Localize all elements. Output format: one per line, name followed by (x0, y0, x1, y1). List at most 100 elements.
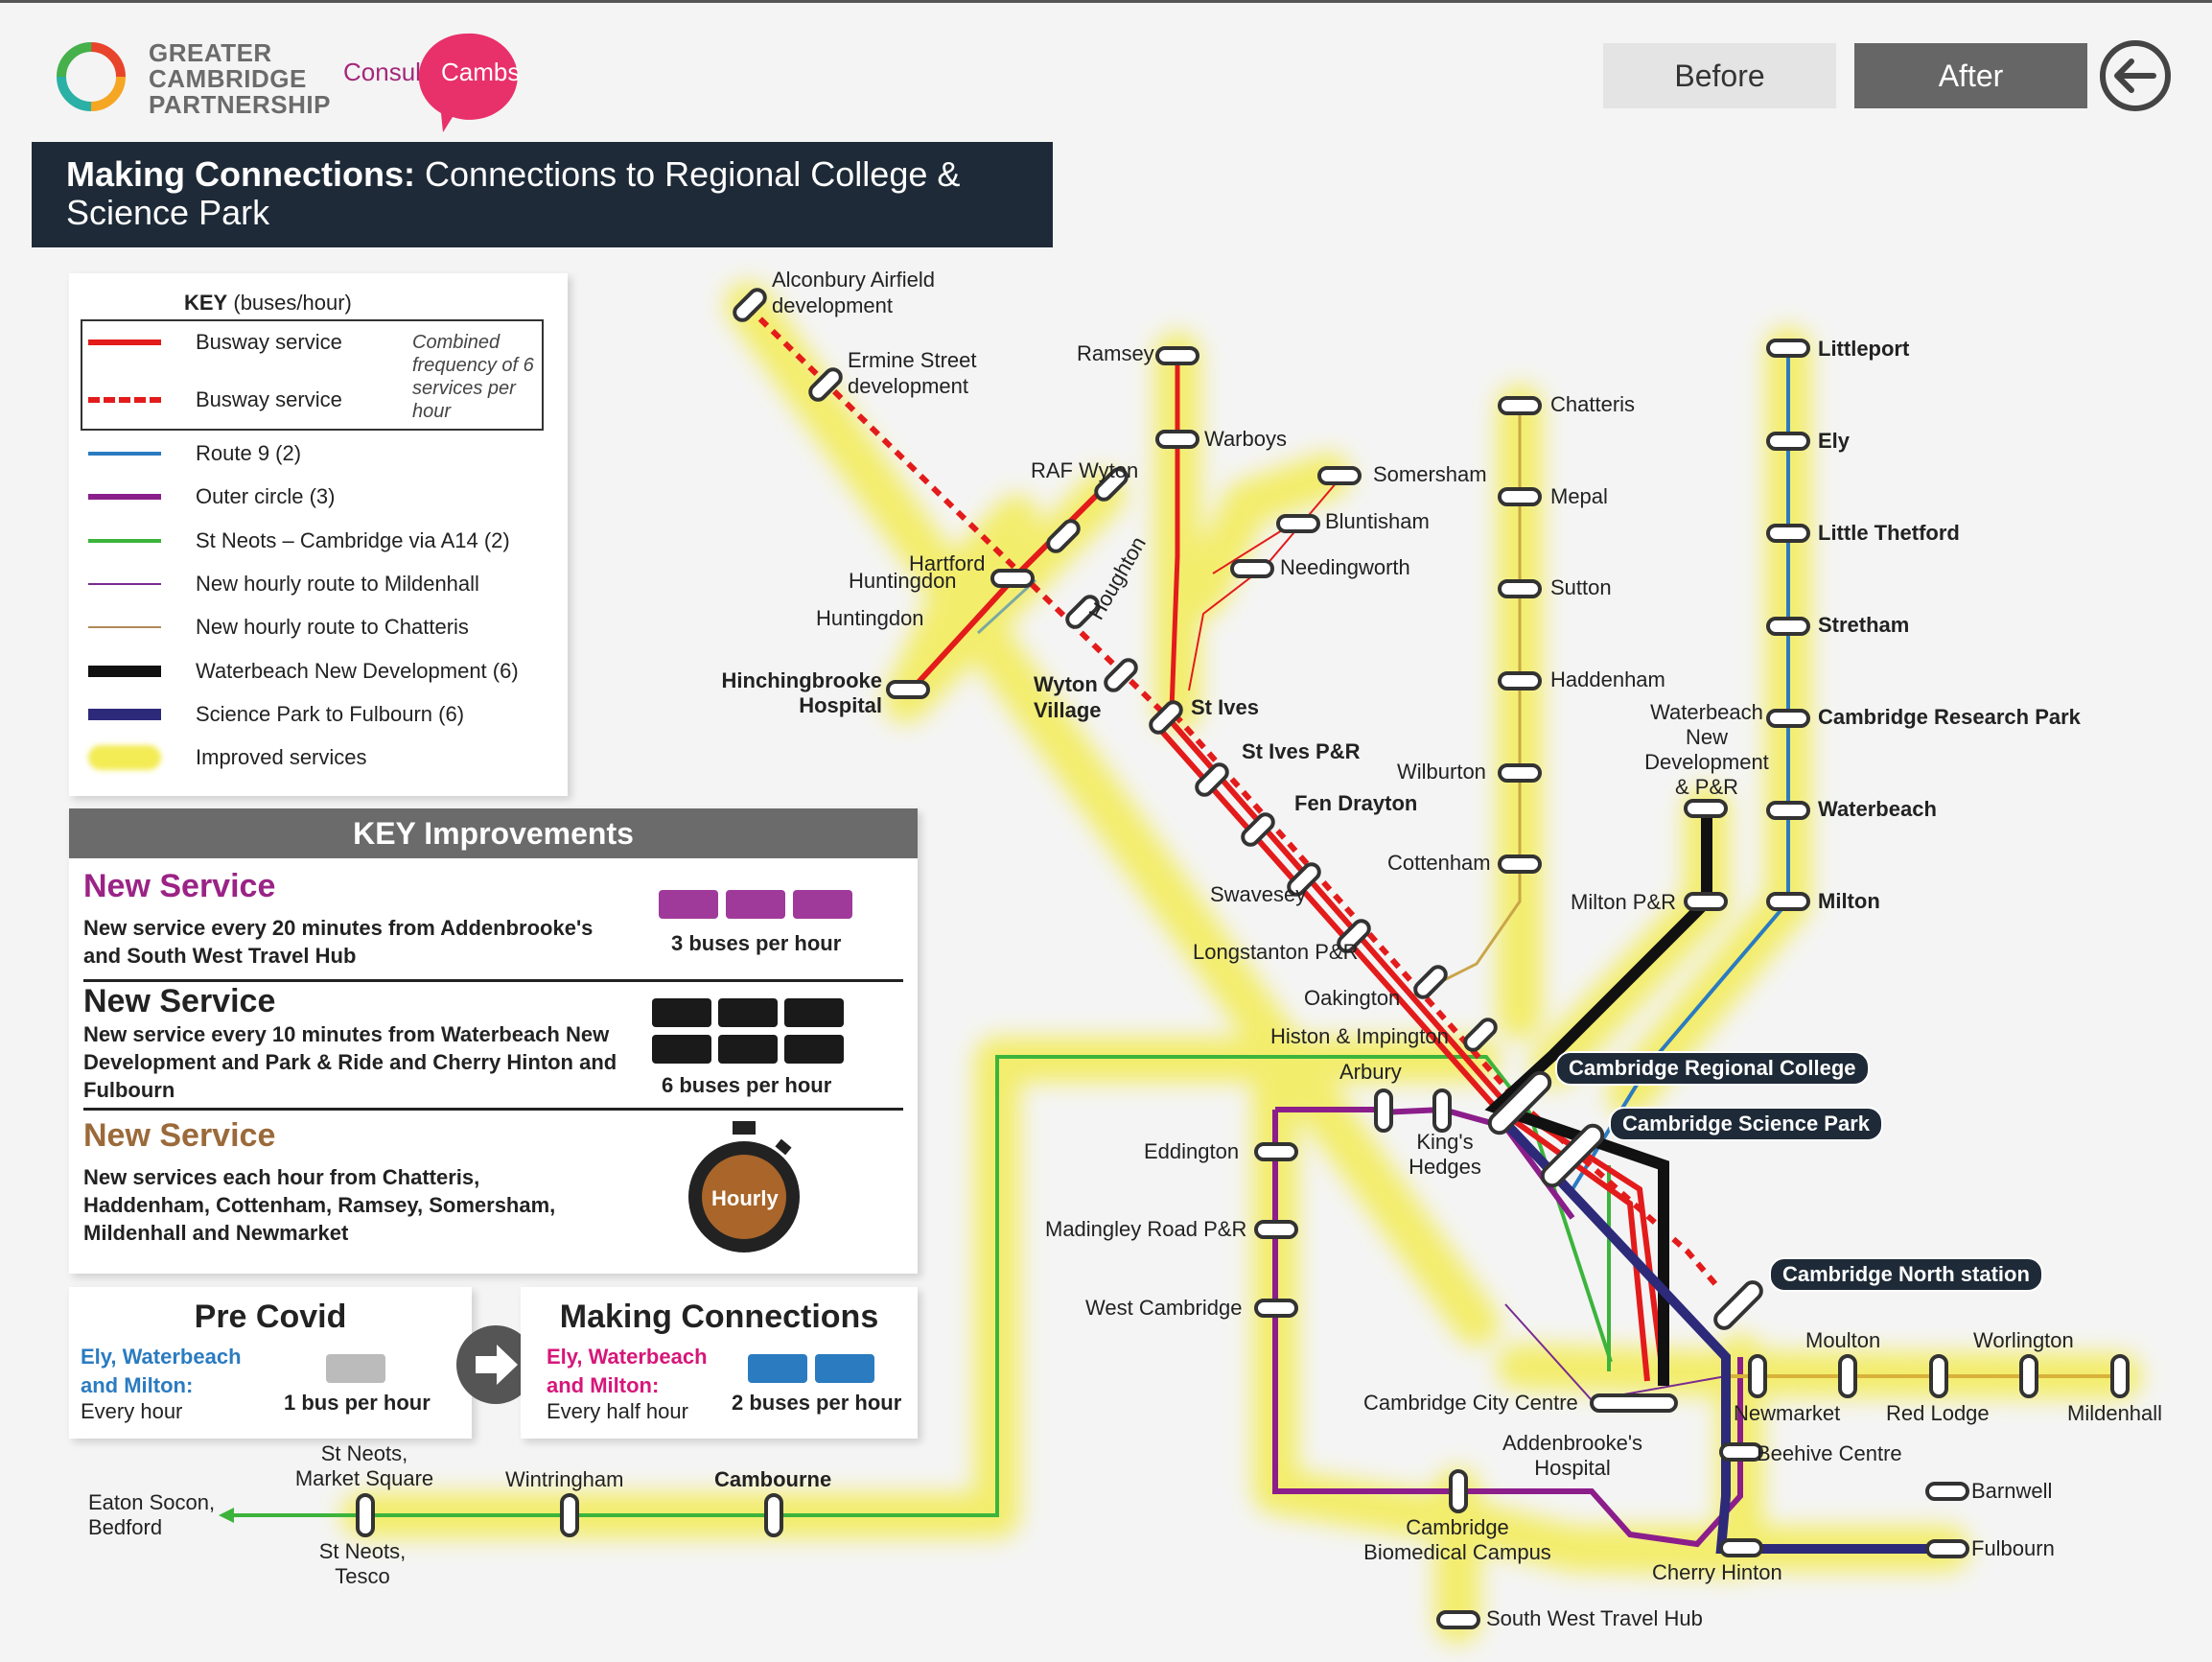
bus-icon (748, 1354, 807, 1383)
back-arrow-icon[interactable] (2098, 38, 2173, 113)
stop-eatonsocon: Eaton Socon, Bedford (88, 1490, 216, 1539)
stop-worlington: Worlington (1973, 1328, 2074, 1352)
stopwatch-icon (688, 1121, 800, 1252)
stop-madingley: Madingley Road P&R (1045, 1217, 1247, 1241)
pre-covid-freq: Every hour (81, 1399, 183, 1423)
stop-wyton: Wyton Village (1034, 672, 1102, 722)
busway-dashed (745, 304, 1168, 717)
improvement-1-buses (659, 890, 852, 919)
making-connections-caption: 2 buses per hour (732, 1391, 902, 1415)
waterbeach-new-route (1484, 815, 1712, 1386)
arrow-right-icon (456, 1325, 535, 1404)
improvement-separator (83, 979, 903, 982)
key-row-chatteris: New hourly route to Chatteris (88, 613, 469, 642)
stop-newmarket: Newmarket (1734, 1401, 1841, 1425)
stop-haddenham: Haddenham (1550, 667, 1665, 691)
stop-needingworth: Needingworth (1280, 555, 1410, 579)
bus-icon (718, 1035, 778, 1064)
bus-icon (652, 1035, 711, 1064)
arrow-left-icon (219, 1508, 234, 1523)
stop-swavesey: Swavesey (1210, 882, 1307, 906)
stop-mepal: Mepal (1550, 484, 1608, 508)
title-bold: Making Connections: (66, 154, 416, 194)
cambs-label: Cambs (441, 58, 521, 86)
stop-fendrayton: Fen Drayton (1294, 791, 1418, 815)
stop-ramsey: Ramsey (1077, 341, 1154, 365)
stop-redlodge: Red Lodge (1886, 1401, 1990, 1425)
making-connections-box: Making Connections Ely, Waterbeach and M… (521, 1287, 918, 1439)
stop-addenbrookes: Addenbrooke's Hospital (1502, 1431, 1643, 1480)
key-improvements: KEY Improvements New Service New service… (69, 808, 918, 1274)
bus-icon (784, 1035, 844, 1064)
stop-mildenhall: Mildenhall (2067, 1401, 2163, 1425)
stop-huntingdon: Huntingdon (849, 569, 957, 593)
hourly-label: Hourly (711, 1186, 779, 1210)
improvement-1-title: New Service (83, 868, 276, 904)
stop-waterbeach: Waterbeach (1818, 797, 1937, 821)
bus-icon (793, 890, 852, 919)
stop-littlethetford: Little Thetford (1818, 521, 1960, 545)
improvement-3-title: New Service (83, 1117, 276, 1154)
busway-frame (81, 319, 544, 431)
key-row-outer-circle: Outer circle (3) (88, 482, 335, 511)
stop-cherryhinton: Cherry Hinton (1652, 1560, 1782, 1584)
stop-stneotstesco: St Neots, Tesco (318, 1539, 407, 1588)
making-connections-freq: Every half hour (547, 1399, 688, 1423)
key-row-route9: Route 9 (2) (88, 439, 301, 468)
science-park-pill: Cambridge Science Park (1609, 1107, 1884, 1141)
stop-ely: Ely (1818, 429, 1851, 453)
stop-barnwell: Barnwell (1971, 1479, 2053, 1503)
improvement-3-desc: New services each hour from Chatteris, H… (83, 1165, 556, 1245)
improvement-1-desc: New service every 20 minutes from Addenb… (83, 916, 594, 968)
stop-somersham: Somersham (1373, 462, 1487, 486)
improvement-separator (83, 1108, 903, 1111)
stop-chatteris: Chatteris (1550, 392, 1636, 416)
outer-circle-route (1272, 1110, 1743, 1548)
stop-oakington: Oakington (1304, 986, 1401, 1010)
gcp-logo-icon (57, 42, 126, 111)
page-title: Making Connections: Connections to Regio… (32, 142, 1053, 247)
stop-ermine: Ermine Street development (848, 348, 977, 398)
key-row-mildenhall: New hourly route to Mildenhall (88, 570, 479, 598)
stop-fulbourn: Fulbourn (1971, 1536, 2055, 1560)
stop-citycentre: Cambridge City Centre (1363, 1391, 1578, 1415)
stop-hinchingbrooke: Hinchingbrooke Hospital (721, 668, 882, 717)
improvement-1-caption: 3 buses per hour (671, 931, 842, 955)
key-row-st-neots: St Neots – Cambridge via A14 (2) (88, 527, 510, 555)
stop-rafwyton: RAF Wyton (1031, 458, 1139, 482)
pre-covid-title: Pre Covid (194, 1299, 347, 1335)
stop-stretham: Stretham (1818, 613, 1910, 637)
stop-cambourne: Cambourne (714, 1467, 832, 1491)
north-station-pill: Cambridge North station (1769, 1257, 2043, 1292)
bus-icon (652, 998, 711, 1027)
stop-miltonpr: Milton P&R (1571, 890, 1677, 914)
stop-kingshedges: King's Hedges (1409, 1130, 1481, 1179)
stop-beehive: Beehive Centre (1757, 1441, 1902, 1465)
stop-littleport: Littleport (1818, 337, 1910, 361)
stop-moulton: Moulton (1805, 1328, 1881, 1352)
consult-cambs-bubble-icon (418, 33, 518, 132)
key-row-busway-dashed: Busway service (88, 386, 342, 414)
stop-milton: Milton (1818, 889, 1880, 913)
key-row-waterbeach: Waterbeach New Development (6) (88, 657, 519, 686)
green-route-a14 (225, 1055, 1613, 1517)
making-connections-title: Making Connections (559, 1299, 879, 1335)
title-rest: Connections to Regional College & Scienc… (66, 154, 961, 232)
pre-covid-route: Ely, Waterbeach and Milton: (81, 1345, 242, 1397)
consult-label: Consult (343, 58, 429, 86)
stop-eddington: Eddington (1144, 1139, 1240, 1163)
stop-stives: St Ives (1191, 695, 1259, 719)
bus-icon (659, 890, 718, 919)
after-button[interactable]: After (1854, 43, 2087, 108)
regional-college-pill: Cambridge Regional College (1555, 1051, 1870, 1086)
stop-histon: Histon & Impington (1270, 1024, 1449, 1048)
stop-bluntisham: Bluntisham (1325, 509, 1430, 533)
stop-warboys: Warboys (1204, 427, 1287, 451)
before-button[interactable]: Before (1603, 43, 1836, 108)
key-legend: KEY (buses/hour) Combined frequency of 6… (69, 273, 568, 796)
stop-westcambridge: West Cambridge (1085, 1296, 1243, 1320)
stop-longstantonpr: Longstanton P&R (1193, 940, 1359, 964)
key-row-improved: Improved services (88, 743, 367, 772)
stop-wilburton: Wilburton (1397, 760, 1486, 784)
improvement-2-desc: New service every 10 minutes from Waterb… (83, 1022, 617, 1102)
